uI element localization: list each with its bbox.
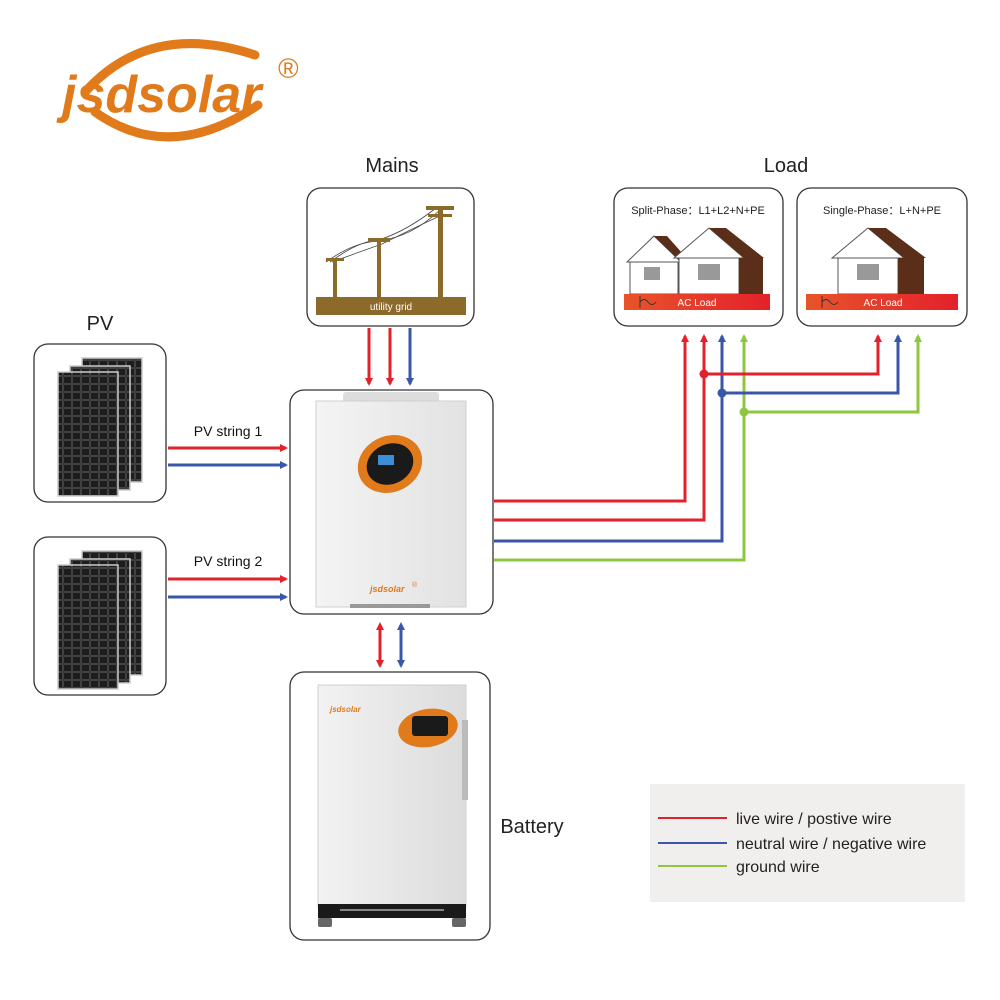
junction-dot — [717, 388, 727, 398]
inverter-box: jsdsolar ® — [289, 389, 494, 615]
output-l1-wire — [494, 334, 689, 503]
inverter-ports — [350, 604, 430, 608]
battery-foot — [452, 918, 466, 927]
solar-panel — [57, 564, 119, 690]
legend: live wire / postive wire neutral wire / … — [650, 784, 965, 902]
single-phase-ground-wire — [744, 334, 922, 414]
logo-arc-bottom — [90, 100, 263, 142]
junction-dot — [699, 369, 709, 379]
output-wiring — [494, 334, 922, 562]
mains-box: utility grid — [306, 187, 475, 327]
output-ground-wire — [494, 334, 748, 562]
single-phase-load-box: Single-Phase：L+N+PE AC Load — [796, 187, 968, 327]
junction-dot — [739, 407, 749, 417]
inverter-registered: ® — [412, 581, 418, 589]
inverter-brand: jsdsolar — [369, 584, 405, 594]
inverter-lcd — [378, 455, 394, 465]
battery-handle — [462, 720, 468, 800]
logo-registered: ® — [278, 53, 299, 84]
legend-label-ground: ground wire — [736, 859, 820, 876]
ac-load-bar — [806, 294, 958, 310]
inverter-unit — [315, 400, 467, 608]
ac-load-bar — [624, 294, 770, 310]
battery-foot — [318, 918, 332, 927]
grid-label: utility grid — [370, 302, 412, 313]
battery-display-screen — [412, 716, 448, 736]
utility-pole — [326, 258, 344, 298]
pv-array-1 — [33, 343, 167, 503]
output-neutral-wire — [494, 334, 726, 543]
split-phase-title: Split-Phase：L1+L2+N+PE — [631, 205, 765, 217]
ac-wave-icon — [821, 296, 839, 308]
battery-box: jsdsolar — [289, 671, 491, 941]
pv-array-2 — [33, 536, 167, 696]
split-phase-load-box: Split-Phase：L1+L2+N+PE AC Load — [613, 187, 784, 327]
pv-string-2-label: PV string 2 — [194, 553, 263, 569]
single-phase-neutral-wire — [722, 334, 902, 395]
logo-arc-top — [80, 39, 260, 97]
utility-pole — [426, 206, 454, 298]
pv-string-1-label: PV string 1 — [194, 423, 263, 439]
solar-panel — [57, 371, 119, 497]
legend-label-live: live wire / postive wire — [736, 811, 892, 828]
output-l2-wire — [494, 334, 708, 522]
ac-wave-icon — [639, 296, 657, 308]
battery-brand: jsdsolar — [329, 705, 362, 714]
ac-load-label: AC Load — [864, 298, 903, 309]
load-title: Load — [764, 155, 809, 177]
logo-text: jsdsolar — [56, 66, 264, 124]
single-phase-title: Single-Phase：L+N+PE — [823, 205, 941, 217]
ac-load-label: AC Load — [678, 298, 717, 309]
battery-title: Battery — [500, 816, 563, 838]
utility-pole — [368, 238, 390, 298]
mains-title: Mains — [365, 155, 418, 177]
legend-label-neutral: neutral wire / negative wire — [736, 836, 926, 853]
pv-title: PV — [87, 313, 114, 335]
single-phase-live-wire — [704, 334, 882, 376]
brand-logo: jsdsolar ® — [56, 39, 299, 142]
grid-ground-bar — [316, 297, 466, 315]
house-icon — [672, 227, 764, 295]
